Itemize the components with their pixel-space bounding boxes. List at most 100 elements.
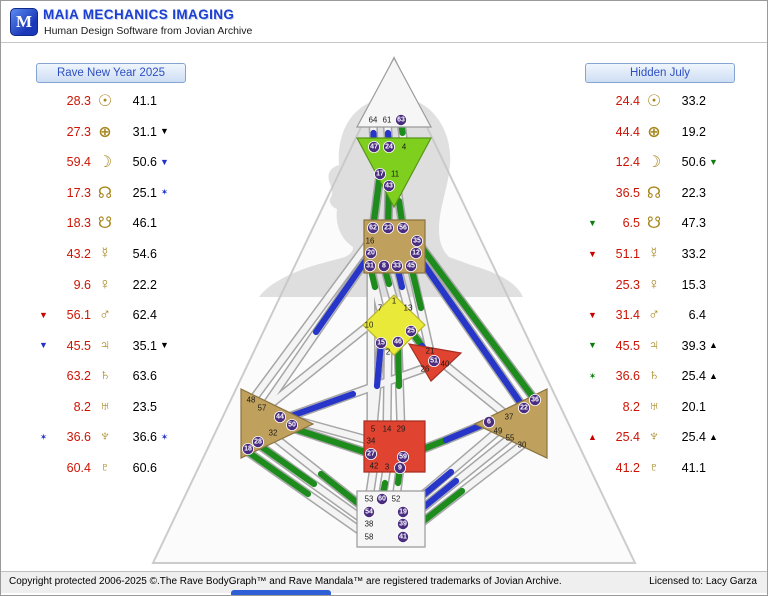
gate-label-38[interactable]: 38 bbox=[365, 520, 374, 529]
right-gate-value: 20.1 bbox=[681, 399, 706, 414]
right-marker-icon: ▼ bbox=[160, 126, 169, 137]
planet-row-mercury: ▼51.1☿33.2 bbox=[585, 239, 735, 270]
gate-20[interactable] bbox=[364, 246, 377, 259]
channel-2-14 bbox=[383, 348, 392, 433]
gate-label-53[interactable]: 53 bbox=[365, 495, 374, 504]
gate-62[interactable] bbox=[366, 221, 379, 234]
gate-56[interactable] bbox=[396, 221, 409, 234]
gate-60[interactable] bbox=[375, 492, 388, 505]
gate-label-5[interactable]: 5 bbox=[371, 425, 376, 434]
gate-label-32[interactable]: 32 bbox=[269, 429, 278, 438]
left-gate-value: 12.4 bbox=[615, 155, 640, 170]
gate-label-4[interactable]: 4 bbox=[402, 143, 407, 152]
gate-label-49[interactable]: 49 bbox=[494, 427, 503, 436]
gate-label-2[interactable]: 2 bbox=[386, 348, 390, 357]
gate-33[interactable] bbox=[390, 259, 403, 272]
gate-label-10[interactable]: 10 bbox=[365, 321, 374, 330]
gate-label-22: 22 bbox=[520, 405, 528, 412]
right-marker-icon: ▲ bbox=[709, 370, 718, 381]
gate-label-13[interactable]: 13 bbox=[404, 304, 413, 313]
gate-24[interactable] bbox=[382, 140, 395, 153]
gate-label-37[interactable]: 37 bbox=[505, 413, 514, 422]
gate-19[interactable] bbox=[396, 505, 409, 518]
gate-22[interactable] bbox=[518, 401, 531, 414]
gate-label-34[interactable]: 34 bbox=[367, 437, 376, 446]
gate-15[interactable] bbox=[374, 336, 387, 349]
planet-row-uranus: 8.2♅23.5 bbox=[36, 391, 186, 422]
gate-label-1[interactable]: 1 bbox=[392, 297, 396, 306]
gate-label-61[interactable]: 61 bbox=[383, 116, 392, 125]
planet-row-moon: 59.4☽50.6▼ bbox=[36, 147, 186, 178]
left-marker-icon: ▼ bbox=[39, 340, 48, 351]
center-sacral bbox=[363, 420, 426, 473]
right-gate-value: 41.1 bbox=[681, 460, 706, 475]
planet-row-moon: 12.4☽50.6▼ bbox=[585, 147, 735, 178]
gate-label-58[interactable]: 58 bbox=[365, 533, 374, 542]
gate-31[interactable] bbox=[363, 259, 376, 272]
right-gate-value: 41.1 bbox=[132, 94, 157, 109]
gate-label-48[interactable]: 48 bbox=[247, 396, 256, 405]
gate-label-26[interactable]: 26 bbox=[421, 365, 430, 374]
gate-28[interactable] bbox=[251, 435, 264, 448]
gate-45[interactable] bbox=[404, 259, 417, 272]
gate-23[interactable] bbox=[381, 221, 394, 234]
south-node-glyph-icon: ☋ bbox=[646, 215, 662, 233]
left-marker-icon: ▼ bbox=[588, 340, 597, 351]
gate-9[interactable] bbox=[393, 461, 406, 474]
gate-label-50: 50 bbox=[288, 422, 296, 429]
right-gate-value: 60.6 bbox=[132, 460, 157, 475]
right-panel-title[interactable]: Hidden July bbox=[585, 63, 735, 83]
gate-59[interactable] bbox=[396, 450, 409, 463]
gate-label-59: 59 bbox=[399, 454, 407, 461]
gate-54[interactable] bbox=[362, 505, 375, 518]
gate-44[interactable] bbox=[273, 410, 286, 423]
gate-47[interactable] bbox=[367, 140, 380, 153]
gate-label-3[interactable]: 3 bbox=[385, 463, 389, 472]
gate-label-55[interactable]: 55 bbox=[506, 434, 515, 443]
gate-label-21[interactable]: 21 bbox=[426, 347, 435, 356]
gate-41[interactable] bbox=[396, 531, 409, 544]
right-gate-value: 22.2 bbox=[132, 277, 157, 292]
gate-25[interactable] bbox=[404, 324, 417, 337]
gate-label-64[interactable]: 64 bbox=[369, 116, 378, 125]
gate-label-12: 12 bbox=[412, 250, 420, 257]
gate-label-11[interactable]: 11 bbox=[391, 170, 399, 179]
jupiter-glyph-icon: ♃ bbox=[648, 336, 660, 354]
south-node-glyph-icon: ☋ bbox=[97, 215, 113, 233]
gate-label-29[interactable]: 29 bbox=[397, 425, 406, 434]
gate-27[interactable] bbox=[364, 447, 377, 460]
gate-label-42[interactable]: 42 bbox=[370, 462, 379, 471]
gate-43[interactable] bbox=[382, 179, 395, 192]
gate-12[interactable] bbox=[409, 246, 422, 259]
gate-36[interactable] bbox=[529, 393, 542, 406]
gate-label-14[interactable]: 14 bbox=[383, 425, 392, 434]
gate-18[interactable] bbox=[241, 442, 254, 455]
right-gate-value: 50.6 bbox=[132, 155, 157, 170]
channel-38-28-half bbox=[255, 441, 318, 488]
gate-50[interactable] bbox=[285, 418, 298, 431]
gate-63[interactable] bbox=[394, 114, 407, 127]
gate-39[interactable] bbox=[396, 518, 409, 531]
jupiter-glyph-icon: ♃ bbox=[99, 336, 111, 354]
gate-label-30[interactable]: 30 bbox=[518, 441, 527, 450]
gate-label-52[interactable]: 52 bbox=[392, 495, 401, 504]
gate-6[interactable] bbox=[482, 415, 495, 428]
gate-label-57[interactable]: 57 bbox=[258, 404, 267, 413]
right-gate-value: 33.2 bbox=[681, 94, 706, 109]
left-gate-value: 24.4 bbox=[615, 94, 640, 109]
gate-label-8: 8 bbox=[382, 263, 386, 270]
gate-35[interactable] bbox=[410, 234, 423, 247]
gate-51[interactable] bbox=[427, 354, 440, 367]
gate-label-16[interactable]: 16 bbox=[366, 237, 375, 246]
gate-46[interactable] bbox=[391, 335, 404, 348]
gate-label-40[interactable]: 40 bbox=[441, 360, 450, 369]
gate-8[interactable] bbox=[377, 259, 390, 272]
gate-17[interactable] bbox=[373, 167, 386, 180]
channel-12-22 bbox=[412, 249, 528, 412]
left-panel-title[interactable]: Rave New Year 2025 bbox=[36, 63, 186, 83]
planet-row-saturn: 63.2♄63.6 bbox=[36, 361, 186, 392]
left-gate-value: 28.3 bbox=[66, 94, 91, 109]
gate-label-7[interactable]: 7 bbox=[378, 304, 382, 313]
right-gate-value: 62.4 bbox=[132, 308, 157, 323]
